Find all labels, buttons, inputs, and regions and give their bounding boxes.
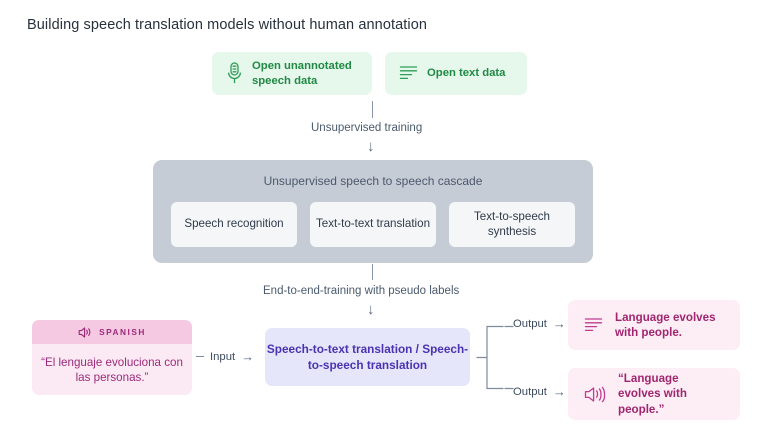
- connector-dash: [196, 356, 204, 357]
- source-card-open-text-data[interactable]: Open text data: [385, 52, 527, 95]
- output-card-label: “Language evolves with people.”: [618, 371, 687, 416]
- output-card-text[interactable]: Language evolves with people.: [568, 300, 740, 350]
- speaker-icon: [584, 385, 606, 404]
- page-title: Building speech translation models witho…: [27, 17, 428, 33]
- output-card-label: Language evolves with people.: [615, 310, 716, 340]
- flow-label-unsupervised-training: Unsupervised training: [311, 122, 423, 134]
- text-lines-icon: [399, 64, 418, 83]
- output-connector-top: Output →: [513, 317, 566, 330]
- connector-line-bottom: [372, 264, 373, 280]
- cascade-panel: Unsupervised speech to speech cascade Sp…: [153, 160, 593, 263]
- down-arrow-icon: ↓: [367, 138, 375, 155]
- down-arrow-icon: ↓: [367, 301, 375, 318]
- microphone-icon: [226, 61, 243, 86]
- cascade-card-speech-recognition[interactable]: Speech recognition: [171, 202, 297, 247]
- input-card-spanish[interactable]: SPANISH “El lenguaje evoluciona con las …: [32, 320, 192, 395]
- cascade-card-list: Speech recognition Text-to-text translat…: [171, 202, 575, 247]
- input-connector: Input →: [196, 350, 254, 363]
- input-connector-label: Input: [210, 350, 236, 363]
- output-card-audio[interactable]: “Language evolves with people.”: [568, 368, 740, 420]
- source-card-label: Open text data: [427, 67, 506, 80]
- input-card-language-header: SPANISH: [32, 320, 192, 344]
- cascade-card-text-to-speech-synthesis[interactable]: Text-to-speech synthesis: [449, 202, 575, 247]
- right-arrow-icon: →: [241, 349, 255, 364]
- input-card-language-label: SPANISH: [99, 327, 146, 337]
- right-arrow-icon: →: [552, 384, 566, 399]
- flow-label-end-to-end-training: End-to-end-training with pseudo labels: [263, 285, 460, 297]
- output-fork: [476, 320, 514, 395]
- input-card-quote: “El lenguaje evoluciona con las personas…: [41, 355, 183, 384]
- output-connector-label: Output: [513, 317, 547, 330]
- output-connector-bottom: Output →: [513, 385, 566, 398]
- source-card-label: Open unannotated speech data: [252, 60, 352, 87]
- cascade-title: Unsupervised speech to speech cascade: [263, 174, 483, 188]
- connector-line-top: [372, 101, 373, 118]
- output-connector-label: Output: [513, 385, 547, 398]
- text-lines-icon: [584, 316, 603, 335]
- model-box[interactable]: Speech-to-text translation / Speech-to-s…: [265, 328, 470, 386]
- right-arrow-icon: →: [552, 316, 566, 331]
- speaker-icon: [78, 326, 93, 339]
- source-card-open-unannotated-speech-data[interactable]: Open unannotated speech data: [212, 52, 372, 95]
- cascade-card-text-to-text-translation[interactable]: Text-to-text translation: [310, 202, 436, 247]
